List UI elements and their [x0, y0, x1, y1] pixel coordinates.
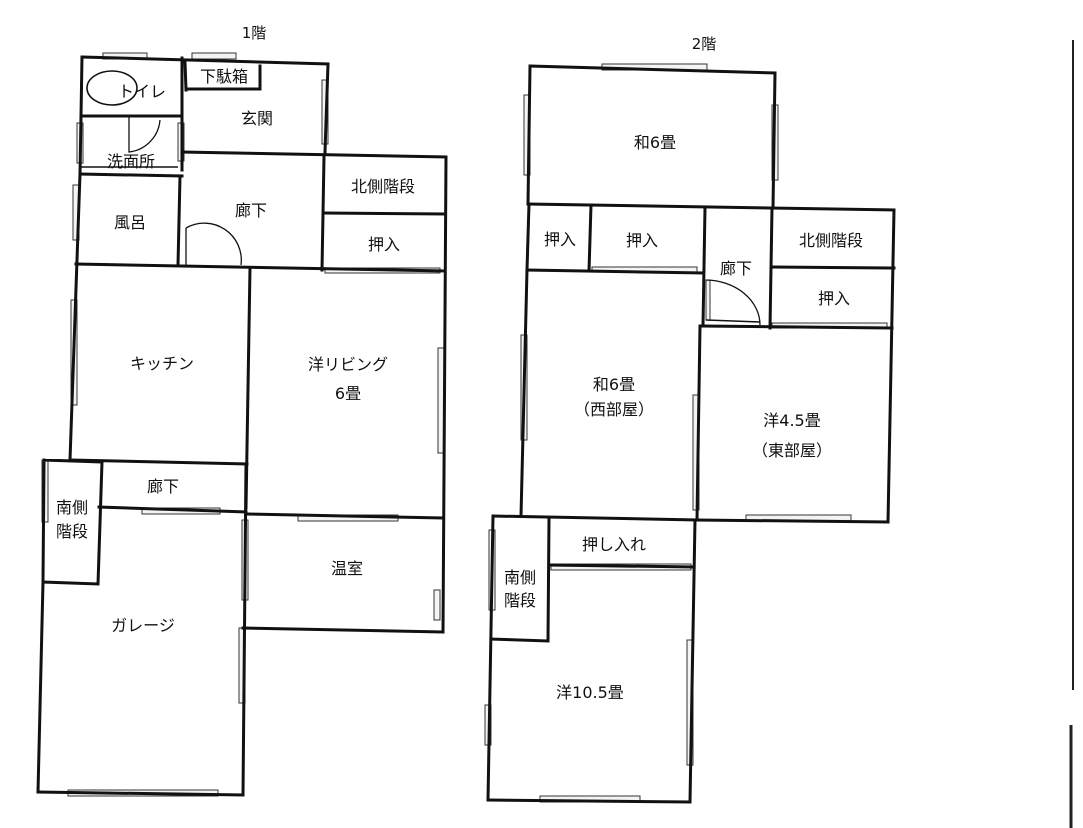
scan-edge-marks	[1069, 40, 1074, 828]
room-label-south-stairs-2: 階段	[56, 522, 88, 541]
floor1-walls	[36, 55, 448, 797]
room-label-western-east-2: （東部屋）	[752, 441, 832, 460]
room-label-washroom: 洗面所	[107, 152, 155, 171]
floor1-labels: トイレ 下駄箱 玄関 洗面所 風呂 廊下 北側階段 押入 キッチン 洋リビング …	[56, 67, 415, 635]
room-label-shoe-box: 下駄箱	[200, 67, 248, 86]
room-label-north-stairs: 北側階段	[351, 177, 415, 196]
room-label-corridor-south: 廊下	[147, 477, 179, 496]
room-label-toilet: トイレ	[118, 82, 166, 101]
room-label-greenhouse: 温室	[331, 559, 363, 578]
corridor-door-swing	[185, 222, 242, 266]
room-label-south-stairs-2f-2: 階段	[504, 591, 536, 610]
room-label-closet-west: 押入	[626, 231, 658, 250]
room-label-entrance: 玄関	[241, 109, 273, 128]
room-label-corridor-north: 廊下	[235, 201, 267, 220]
room-label-kitchen: キッチン	[130, 354, 194, 373]
room-label-south-stairs-2f-1: 南側	[504, 568, 536, 587]
floor2-plan: 2階	[484, 35, 896, 804]
room-label-corridor: 廊下	[720, 259, 752, 278]
floor2-title: 2階	[692, 35, 717, 53]
room-label-closet-south: 押し入れ	[582, 535, 646, 554]
room-label-south-stairs-1: 南側	[56, 498, 88, 517]
room-label-living-2: 6畳	[335, 384, 361, 403]
floor2-labels: 和6畳 押入 押入 廊下 北側階段 押入 和6畳 （西部屋） 洋4.5畳 （東部…	[504, 133, 863, 702]
room-label-north-stairs-2f: 北側階段	[799, 231, 863, 250]
room-label-closet: 押入	[368, 235, 400, 254]
room-label-western-east-1: 洋4.5畳	[763, 411, 820, 430]
floor1-plan: 1階	[36, 24, 448, 797]
room-label-western-large: 洋10.5畳	[556, 683, 624, 702]
corridor2-door-swing	[705, 279, 761, 326]
room-label-living-1: 洋リビング	[308, 355, 388, 374]
room-label-washitsu-west-2: （西部屋）	[574, 400, 654, 419]
room-label-garage: ガレージ	[111, 616, 175, 635]
floor1-fixtures	[80, 70, 242, 266]
room-label-washitsu-north: 和6畳	[634, 133, 676, 152]
floor2-windows	[484, 63, 888, 803]
room-label-closet-west-small: 押入	[544, 230, 576, 249]
toilet-fixture	[86, 70, 138, 106]
floor2-walls	[486, 64, 896, 804]
floor1-title: 1階	[242, 24, 267, 42]
floor2-fixtures	[705, 279, 761, 326]
room-label-bath: 風呂	[114, 213, 146, 232]
room-label-washitsu-west-1: 和6畳	[593, 375, 635, 394]
room-label-closet-east: 押入	[818, 289, 850, 308]
washroom-door-swing	[128, 117, 161, 153]
